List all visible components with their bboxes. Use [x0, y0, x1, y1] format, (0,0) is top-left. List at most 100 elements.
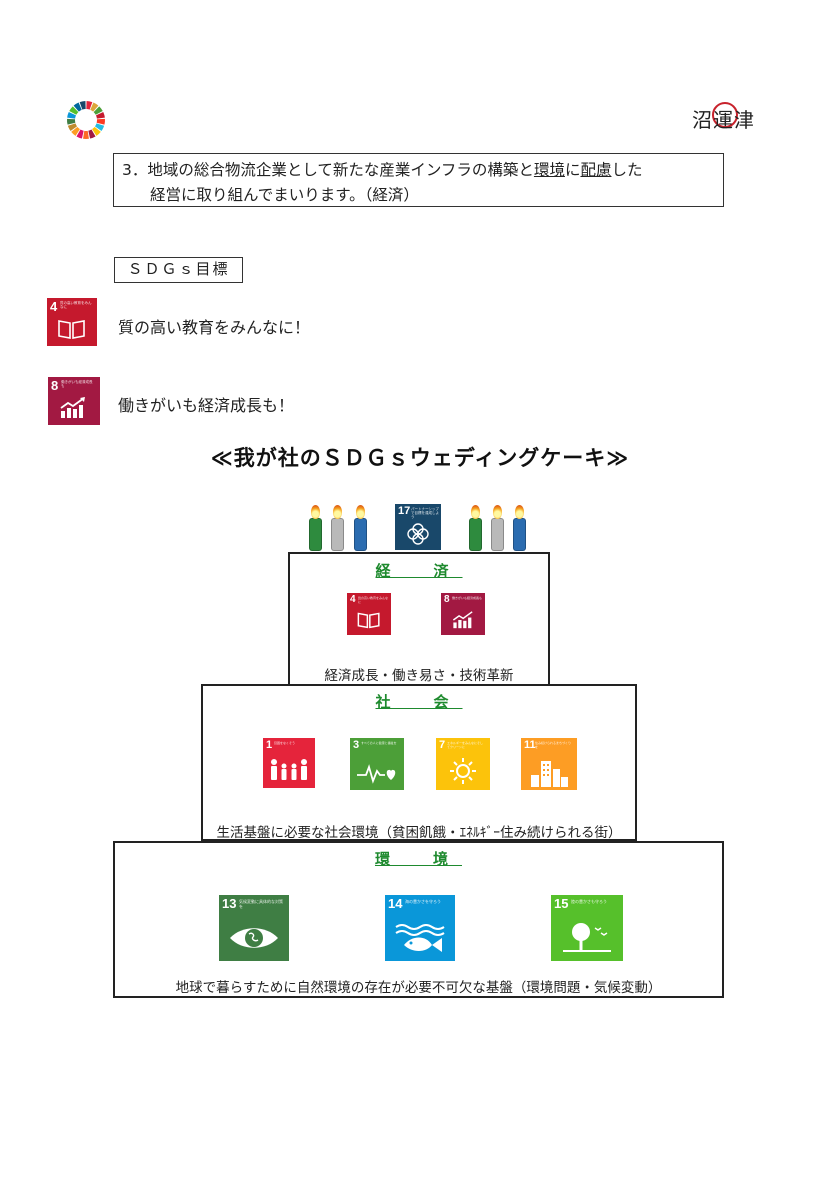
goal-14-tile: 14 海の豊かさを守ろう [385, 895, 455, 961]
goal-number: 11 [524, 739, 536, 751]
goal-caption: 貧困をなくそう [274, 741, 296, 745]
partnership-flower-icon [407, 523, 429, 545]
sdgs-goals-label: ＳＤＧｓ目標 [114, 257, 243, 283]
goal-4-tile: 4 質の高い教育をみんなに [347, 593, 391, 635]
wheel-segment [76, 129, 84, 139]
tier-label: 社 会 [203, 691, 635, 712]
policy-underline-consideration: 配慮 [580, 161, 612, 179]
goal-caption: エネルギーをみんなにそしてクリーンに [447, 741, 483, 749]
sun-power-icon [450, 758, 476, 784]
goal-caption: 住み続けられるまちづくりを [535, 741, 572, 749]
goal-caption: すべての人に健康と福祉を [361, 741, 397, 745]
growth-chart-icon [452, 611, 473, 629]
policy-line-2: 経営に取り組んでまいります。（経済） [150, 186, 419, 204]
goal-number: 8 [444, 594, 450, 605]
goal-caption: 働きがいも経済成長も [61, 380, 93, 388]
goal-8-text: 働きがいも経済成長も！ [118, 396, 295, 415]
policy-line-1-suffix: した [611, 161, 643, 179]
cake-tier-society: 社 会 1 貧困をなくそう 3 すべての人に健康と福祉を 7 エネルギーをみんな… [201, 684, 637, 841]
goal-caption: 質の高い教育をみんなに [60, 301, 92, 309]
wheel-segment [67, 123, 78, 131]
policy-line-1: 3．地域の総合物流企業として新たな産業インフラの構築と環境に配慮した [122, 158, 643, 180]
goal-caption: 気候変動に具体的な対策を [239, 899, 283, 909]
goal-8-tile: 8 働きがいも経済成長も [441, 593, 485, 635]
goal-number: 1 [266, 739, 273, 751]
wheel-segment [73, 102, 82, 112]
tier-label-text: 社 会 [375, 693, 463, 711]
goal-number: 7 [439, 739, 446, 751]
goal-4-tile: 4 質の高い教育をみんなに [47, 298, 97, 346]
candle-flame [493, 505, 502, 519]
goal-number: 8 [51, 378, 59, 393]
candle [354, 518, 367, 551]
family-icon [271, 759, 307, 780]
wheel-segment [92, 126, 101, 136]
fish-waves-icon [395, 924, 445, 952]
wheel-segment [88, 129, 96, 139]
book-icon [58, 320, 85, 339]
tree-birds-icon [563, 923, 611, 952]
goal-7-tile: 7 エネルギーをみんなにそしてクリーンに [436, 738, 490, 790]
goal-caption: 質の高い教育をみんなに [358, 596, 389, 604]
policy-line-1-text: 3．地域の総合物流企業として新たな産業インフラの構築と [122, 161, 534, 179]
candle-flame [356, 505, 365, 519]
sdg-wheel-icon [67, 101, 105, 139]
tier-label: 経 済 [290, 560, 548, 581]
tier-label: 環 境 [115, 848, 722, 869]
logo-seal-circle [712, 102, 738, 128]
company-logo: 沼運津 [688, 100, 758, 134]
goal-number: 15 [554, 896, 569, 911]
goal-4-text: 質の高い教育をみんなに！ [118, 318, 311, 337]
goal-11-tile: 11 住み続けられるまちづくりを [521, 738, 577, 790]
tier-caption: 経済成長・働き易さ・技術革新 [324, 668, 514, 684]
goal-number: 13 [222, 896, 237, 911]
cake-title: ≪我が社のＳＤＧｓウェディングケーキ≫ [210, 446, 630, 470]
goal-17-tile: 17 パートナーシップで目標を達成しよう [395, 504, 441, 550]
wheel-segment [71, 126, 80, 136]
tier-label-text: 経 済 [375, 562, 463, 580]
wheel-segment [67, 112, 77, 119]
wheel-segment [95, 112, 105, 119]
candle [331, 518, 344, 551]
eye-earth-icon [230, 928, 278, 948]
goal-number: 3 [353, 739, 360, 751]
goal-8-tile: 8 働きがいも経済成長も [48, 377, 100, 425]
candle-flame [311, 505, 320, 519]
policy-underline-environment: 環境 [533, 161, 565, 179]
sdg-wheel-logo [66, 100, 106, 140]
goal-15-tile: 15 陸の豊かさも守ろう [551, 895, 623, 961]
candle [513, 518, 526, 551]
heartbeat-icon [357, 764, 396, 784]
city-buildings-icon [531, 761, 568, 787]
goal-13-tile: 13 気候変動に具体的な対策を [219, 895, 289, 961]
candle-flame [471, 505, 480, 519]
goal-caption: 海の豊かさを守ろう [405, 899, 441, 904]
wheel-segment [90, 102, 99, 112]
policy-line-1-mid: に [564, 161, 581, 179]
wheel-segment [86, 101, 93, 110]
candle [469, 518, 482, 551]
wheel-segment [94, 123, 105, 131]
candle-flame [333, 505, 342, 519]
book-icon [357, 612, 380, 629]
growth-chart-icon [60, 397, 85, 418]
wheel-segment [69, 106, 79, 115]
wheel-segment [83, 130, 89, 139]
candle [309, 518, 322, 551]
goal-number: 4 [50, 299, 58, 314]
goal-number: 4 [350, 594, 356, 605]
wheel-segment [67, 118, 76, 125]
goal-caption: 陸の豊かさも守ろう [571, 899, 607, 904]
goal-number: 17 [398, 505, 411, 517]
wheel-segment [93, 106, 103, 115]
tier-caption: 生活基盤に必要な社会環境（貧困飢餓・ｴﾈﾙｷﾞｰ住み続けられる街） [216, 825, 622, 841]
logo-text: 沼運津 [692, 108, 755, 132]
cake-tier-environment: 環 境 13 気候変動に具体的な対策を 14 海の豊かさを守ろう 15 陸の豊か… [113, 841, 724, 998]
candle [491, 518, 504, 551]
goal-3-tile: 3 すべての人に健康と福祉を [350, 738, 404, 790]
goal-caption: パートナーシップで目標を達成しよう [411, 507, 439, 519]
goal-1-tile: 1 貧困をなくそう [263, 738, 315, 788]
tier-caption: 地球で暮らすために自然環境の存在が必要不可欠な基盤（環境問題・気候変動） [175, 980, 662, 996]
goal-number: 14 [388, 896, 403, 911]
wheel-segment [79, 101, 86, 110]
